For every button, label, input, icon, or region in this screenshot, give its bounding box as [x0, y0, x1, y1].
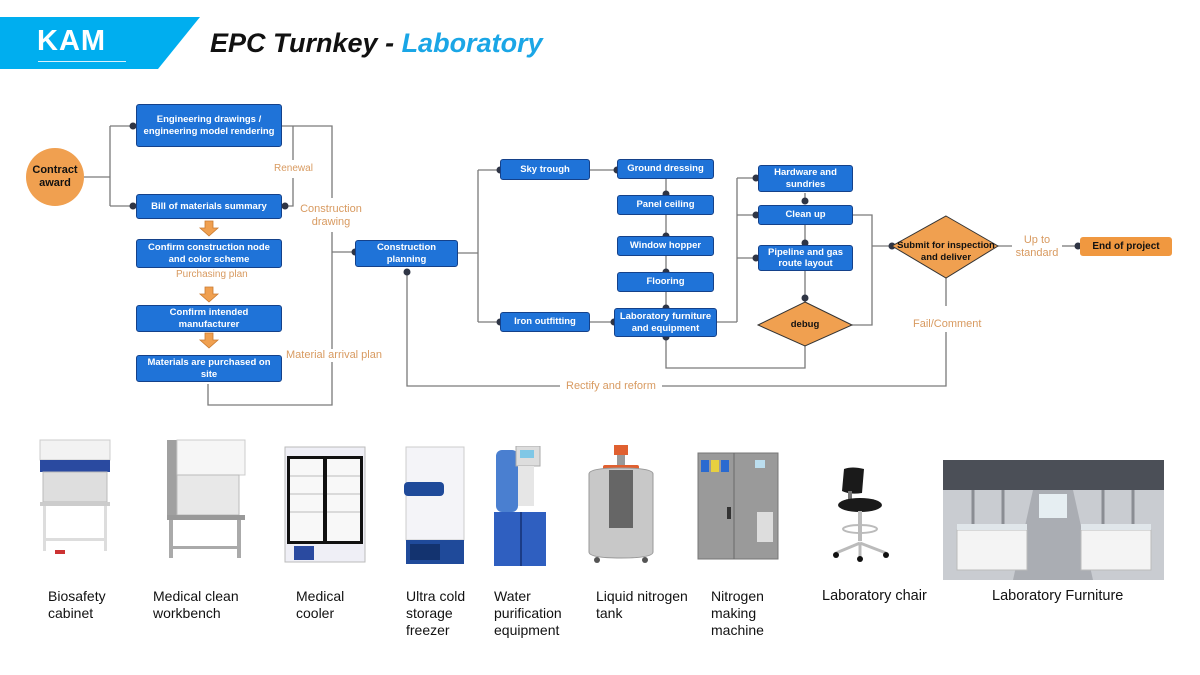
title-main: EPC Turnkey - [210, 28, 402, 58]
arrow-down-icon [198, 286, 220, 303]
product-caption: Biosafety cabinet [48, 588, 106, 621]
flow-connectors [84, 122, 1082, 406]
ground-dressing-box: Ground dressing [617, 159, 714, 179]
arrow-down-icon [198, 332, 220, 349]
debug-label: debug [790, 319, 820, 330]
clean-up-box: Clean up [758, 205, 853, 225]
product-caption: Laboratory Furniture [992, 588, 1124, 604]
materials-purchased-box: Materials are purchased on site [136, 355, 282, 382]
brand-logo: KAM [37, 25, 107, 57]
note-material-arrival-plan: Material arrival plan [286, 349, 382, 362]
clean-workbench-image [167, 439, 246, 558]
nitrogen-tank-image [588, 445, 654, 563]
note-purchasing-plan: Purchasing plan [176, 269, 248, 281]
note-up-to-standard: Up to standard [1012, 234, 1062, 260]
inspection-diamond [890, 215, 999, 279]
confirm-node-box: Confirm construction node and color sche… [136, 239, 282, 268]
product-caption: Medical cooler [296, 588, 345, 621]
product-caption: Medical clean workbench [153, 588, 239, 621]
lab-furniture-image [943, 460, 1164, 580]
note-construction-drawing: Construction drawing [298, 203, 364, 229]
product-caption: Ultra cold storage freezer [406, 588, 466, 638]
biosafety-cabinet-image [39, 439, 111, 554]
sky-trough-box: Sky trough [500, 159, 590, 180]
panel-ceiling-box: Panel ceiling [617, 195, 714, 215]
bom-summary-box: Bill of materials summary [136, 194, 282, 219]
arrow-down-icon [198, 220, 220, 237]
contract-award-node: Contract award [26, 148, 84, 206]
title-accent: Laboratory [401, 28, 543, 58]
product-caption: Laboratory chair [822, 588, 927, 604]
hardware-sundries-box: Hardware and sundries [758, 165, 853, 192]
flooring-box: Flooring [617, 272, 714, 292]
end-of-project-node: End of project [1080, 237, 1172, 256]
note-rectify-reform: Rectify and reform [560, 380, 662, 393]
page-title: EPC Turnkey - Laboratory [210, 28, 543, 59]
construction-planning-box: Construction planning [355, 240, 458, 267]
iron-outfitting-box: Iron outfitting [500, 312, 590, 332]
confirm-manufacturer-box: Confirm intended manufacturer [136, 305, 282, 332]
brand-underline [38, 61, 126, 62]
medical-cooler-image [284, 446, 366, 563]
debug-diamond [756, 301, 854, 347]
freezer-image [404, 446, 465, 564]
note-renewal: Renewal [274, 163, 313, 175]
pipeline-gas-box: Pipeline and gas route layout [758, 245, 853, 271]
product-caption: Water purification equipment [494, 588, 562, 638]
product-caption: Nitrogen making machine [711, 588, 764, 638]
engineering-drawings-box: Engineering drawings / engineering model… [136, 104, 282, 147]
water-purifier-image [494, 446, 546, 566]
inspection-label: Submit for inspection and deliver [897, 240, 995, 263]
note-fail-comment: Fail/Comment [913, 318, 982, 331]
brand-banner [0, 17, 200, 69]
nitrogen-machine-image [697, 452, 779, 560]
product-caption: Liquid nitrogen tank [596, 588, 688, 621]
lab-furniture-box: Laboratory furniture and equipment [614, 308, 717, 337]
lab-chair-image [833, 467, 889, 562]
window-hopper-box: Window hopper [617, 236, 714, 256]
